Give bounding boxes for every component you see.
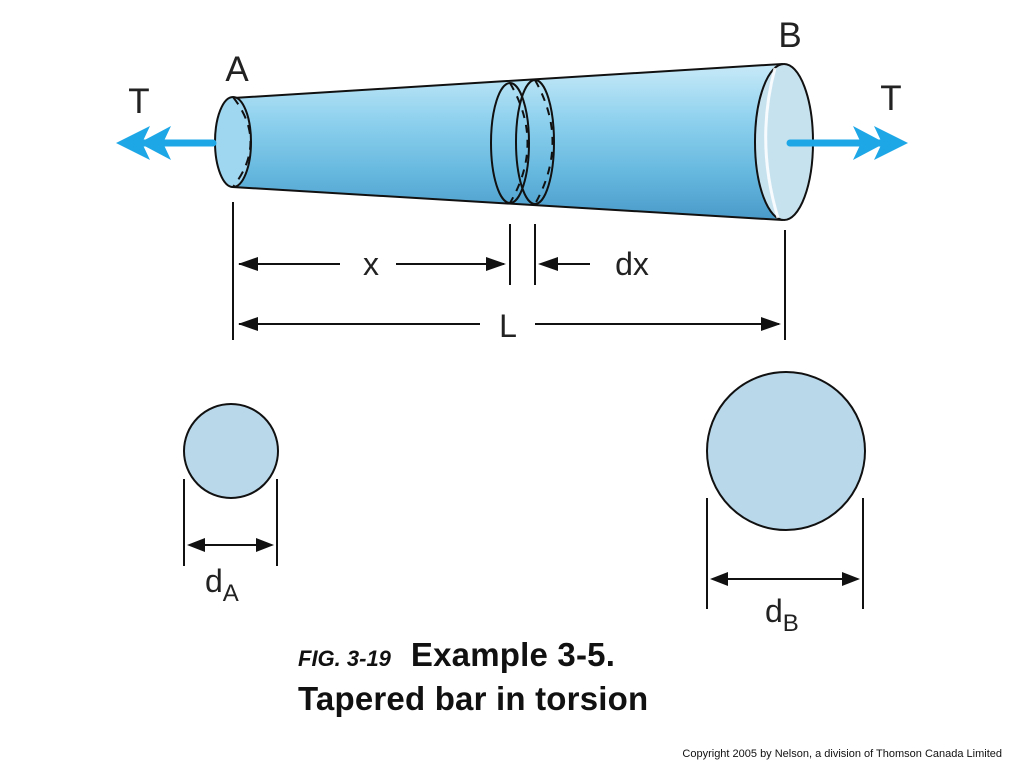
double-arrow-right-icon: [874, 126, 908, 160]
left-torque-label: T: [128, 82, 149, 121]
x-dimension-label: x: [363, 246, 379, 282]
l-dimension-label: L: [499, 308, 517, 344]
dx-dimension-label: dx: [615, 246, 649, 282]
section-b-right-arrowhead: [842, 572, 860, 586]
figure-number: FIG. 3-19: [298, 646, 391, 671]
section-a-right-arrowhead: [256, 538, 274, 552]
section-b-left-arrowhead: [710, 572, 728, 586]
x-left-arrowhead: [238, 257, 258, 271]
double-arrow-left-icon: [116, 126, 150, 160]
figure-caption: FIG. 3-19 Example 3-5. Tapered bar in to…: [298, 636, 898, 718]
double-arrow-right-icon-second-head: [853, 126, 885, 160]
right-torque-label: T: [880, 79, 901, 118]
diameter-a-label: dA: [205, 563, 239, 607]
dx-arrowhead: [538, 257, 558, 271]
left-torque-arrow: [116, 126, 217, 160]
element-left-hidden: [509, 82, 529, 204]
end-b-label: B: [778, 16, 801, 55]
end-a-face: [214, 96, 252, 188]
l-right-arrowhead: [761, 317, 781, 331]
example-number: Example 3-5.: [410, 636, 616, 673]
section-a-left-arrowhead: [187, 538, 205, 552]
diameter-b-subscript: B: [783, 610, 799, 637]
diameter-b-symbol: d: [765, 593, 783, 629]
element-right-hidden: [534, 79, 554, 205]
x-right-arrowhead: [486, 257, 506, 271]
cross-section-a: dA: [183, 403, 279, 607]
diameter-b-label: dB: [765, 593, 799, 637]
tapered-bar: [214, 62, 814, 222]
right-torque-arrow: [786, 126, 908, 160]
bar-body: [222, 62, 794, 222]
section-a-circle: [183, 403, 279, 499]
end-a-label: A: [225, 50, 249, 89]
end-a-hidden-edge: [232, 96, 252, 188]
section-b-circle: [706, 371, 866, 531]
caption-title: Tapered bar in torsion: [298, 680, 649, 717]
copyright-notice: Copyright 2005 by Nelson, a division of …: [682, 748, 1002, 760]
end-b-highlight: [764, 67, 780, 219]
double-arrow-left-icon-second-head: [139, 126, 171, 160]
dimension-arrowheads: [238, 257, 781, 331]
caption-first-line: FIG. 3-19 Example 3-5.: [298, 636, 898, 678]
l-left-arrowhead: [238, 317, 258, 331]
diameter-a-symbol: d: [205, 563, 223, 599]
diameter-a-subscript: A: [223, 580, 239, 607]
cross-section-b: dB: [706, 371, 866, 637]
